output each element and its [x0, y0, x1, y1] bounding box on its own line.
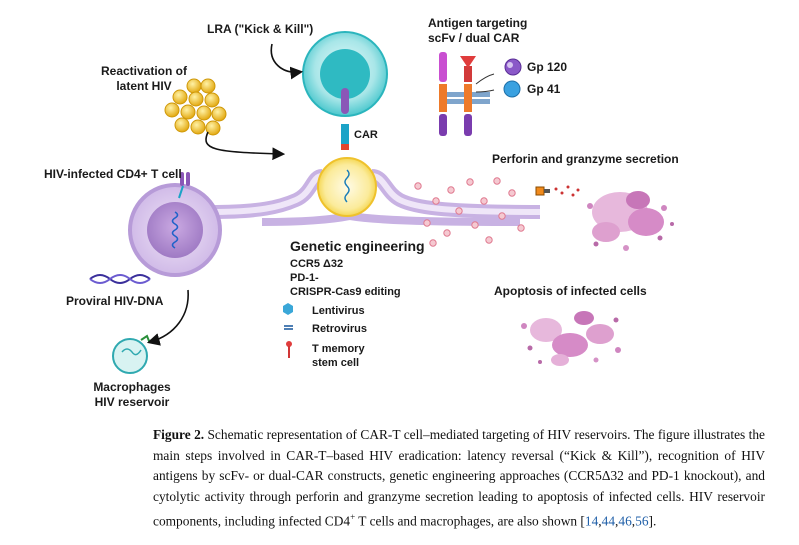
antigen-label-line1: Antigen targeting [428, 16, 528, 30]
lentivirus-label: Lentivirus [312, 305, 365, 317]
flow-arrows [146, 43, 304, 346]
car-label: CAR [354, 129, 378, 141]
figure-caption: Figure 2. Schematic representation of CA… [153, 427, 765, 529]
reactivation-label-line2: latent HIV [116, 79, 172, 93]
reactivation-label-line1: Reactivation of [100, 64, 187, 78]
lra-label: LRA ("Kick & Kill") [207, 22, 314, 36]
genetic-item-crispr: CRISPR-Cas9 editing [290, 286, 401, 298]
caption-end: ]. [648, 513, 657, 529]
gp120-label: Gp 120 [527, 60, 568, 74]
apoptosis-label: Apoptosis of infected cells [494, 284, 647, 298]
reference-link-56[interactable]: 56 [635, 513, 649, 529]
retrovirus-icon [284, 325, 293, 330]
infected-cd4-t-cell [128, 172, 222, 277]
t-memory-stem-cell-icon [286, 341, 292, 358]
proviral-dna-label: Proviral HIV-DNA [66, 294, 164, 308]
hiv-virion-cluster [164, 78, 227, 136]
arrow-reactivation [205, 131, 286, 161]
proviral-dna-icon [89, 274, 151, 284]
macrophage-icon [112, 334, 155, 374]
infected-cell-label: HIV-infected CD4+ T cell [44, 167, 182, 181]
car-constructs-icon [439, 52, 495, 136]
gp120-icon [504, 58, 522, 76]
figure: LRA ("Kick & Kill") Reactivation of late… [44, 16, 679, 410]
genetic-engineering-list: CCR5 Δ32 PD-1- CRISPR-Cas9 editing [290, 257, 401, 299]
apoptotic-cell-cluster [521, 311, 621, 366]
reactivation-label: Reactivation of latent HIV [96, 64, 192, 94]
membrane-bridge [209, 169, 541, 226]
caption-text-continued: T cells and macrophages, are also shown … [355, 513, 585, 529]
reference-link-44[interactable]: 44 [601, 513, 616, 529]
car-t-cell [317, 157, 377, 217]
gp41-icon [503, 80, 521, 98]
t-memory-stem-cell-label: T memory stem cell [312, 343, 365, 369]
antigen-label-line2: scFv / dual CAR [428, 31, 520, 45]
reference-link-14[interactable]: 14 [584, 513, 599, 529]
arrow-macrophage [146, 289, 189, 346]
granzyme-injector-icon [535, 185, 580, 197]
antigen-label: Antigen targeting scFv / dual CAR [428, 16, 527, 46]
macrophage-label: Macrophages HIV reservoir [84, 380, 180, 410]
perforin-label: Perforin and granzyme secretion [492, 152, 679, 166]
figure-graphic [89, 31, 674, 374]
caption-superscript: + [350, 512, 356, 522]
lysing-cell-cluster [587, 191, 674, 251]
perforin-granzyme-dots [414, 177, 525, 247]
genetic-item-ccr5: CCR5 Δ32 [290, 258, 344, 270]
retrovirus-label: Retrovirus [312, 323, 368, 335]
reference-link-46[interactable]: 46 [618, 513, 632, 529]
genetic-item-pd1: PD-1- [290, 272, 319, 284]
gp41-label: Gp 41 [527, 82, 561, 96]
lentivirus-icon [283, 303, 293, 315]
arrow-lra [270, 43, 304, 80]
macrophage-label-line2: HIV reservoir [94, 395, 170, 409]
genetic-engineering-title: Genetic engineering [290, 238, 425, 254]
caption-text: Schematic representation of CAR-T cell–m… [153, 427, 765, 529]
lra-t-cell [302, 31, 388, 150]
caption-label: Figure 2. [153, 427, 205, 442]
macrophage-label-line1: Macrophages [93, 380, 171, 394]
